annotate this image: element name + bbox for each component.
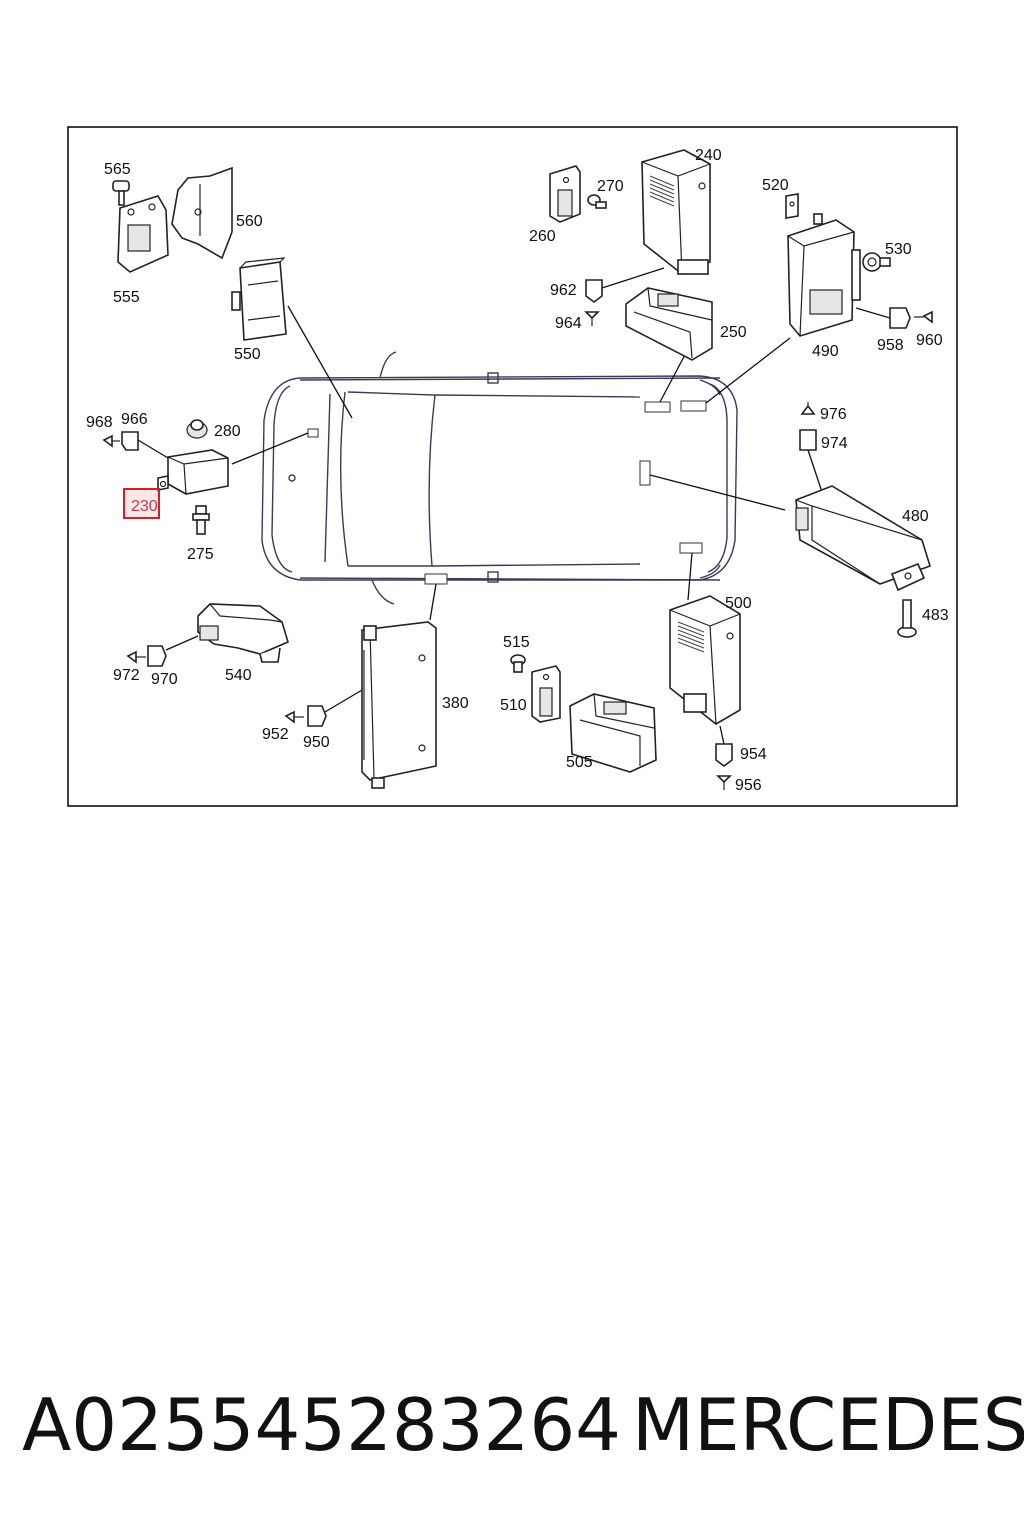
highlight-box-230 bbox=[123, 488, 160, 519]
label-380: 380 bbox=[442, 695, 469, 712]
part-964-terminal bbox=[584, 311, 600, 326]
leader-lines bbox=[137, 267, 891, 745]
part-972-terminal bbox=[126, 650, 146, 664]
part-510-relay bbox=[531, 665, 561, 723]
location-marker-250 bbox=[644, 401, 671, 413]
part-labels: 565 560 555 550 968 966 280 230 275 972 … bbox=[86, 147, 949, 794]
part-966-connector bbox=[121, 431, 139, 451]
part-550-module bbox=[231, 257, 287, 341]
label-964: 964 bbox=[555, 315, 582, 332]
part-974-connector bbox=[799, 429, 817, 451]
label-280: 280 bbox=[214, 423, 241, 440]
part-560-bracket bbox=[171, 166, 233, 260]
label-952: 952 bbox=[262, 726, 289, 743]
label-480: 480 bbox=[902, 508, 929, 525]
part-380-module bbox=[361, 621, 437, 789]
label-966: 966 bbox=[121, 411, 148, 428]
part-958-connector bbox=[889, 307, 911, 329]
location-marker-480 bbox=[639, 460, 651, 486]
part-956-terminal bbox=[716, 775, 732, 790]
part-500-module bbox=[669, 595, 741, 725]
part-962-connector bbox=[585, 279, 603, 303]
label-958: 958 bbox=[877, 337, 904, 354]
part-240-module bbox=[641, 149, 711, 275]
label-560: 560 bbox=[236, 213, 263, 230]
label-950: 950 bbox=[303, 734, 330, 751]
part-952-terminal bbox=[284, 710, 304, 724]
part-530-screw bbox=[862, 252, 891, 272]
part-490-module bbox=[787, 213, 861, 337]
location-marker-380 bbox=[424, 573, 448, 585]
label-954: 954 bbox=[740, 746, 767, 763]
part-230-module bbox=[157, 449, 229, 495]
part-960-terminal bbox=[914, 310, 933, 324]
label-962: 962 bbox=[550, 282, 577, 299]
footer-caption: A025545283264 MERCEDES bbox=[0, 1375, 1024, 1475]
label-565: 565 bbox=[104, 161, 131, 178]
label-240: 240 bbox=[695, 147, 722, 164]
label-275: 275 bbox=[187, 546, 214, 563]
label-974: 974 bbox=[821, 435, 848, 452]
part-555-bracket bbox=[117, 195, 169, 273]
label-970: 970 bbox=[151, 671, 178, 688]
label-500: 500 bbox=[725, 595, 752, 612]
part-520-clip bbox=[785, 193, 799, 219]
label-510: 510 bbox=[500, 697, 527, 714]
label-976: 976 bbox=[820, 406, 847, 423]
label-530: 530 bbox=[885, 241, 912, 258]
part-505-holder bbox=[569, 693, 657, 773]
part-number: A025545283264 bbox=[22, 1383, 621, 1467]
location-marker-230 bbox=[307, 428, 319, 438]
label-960: 960 bbox=[916, 332, 943, 349]
label-555: 555 bbox=[113, 289, 140, 306]
part-970-connector bbox=[147, 645, 167, 667]
part-240-grille bbox=[649, 175, 675, 207]
label-550: 550 bbox=[234, 346, 261, 363]
part-250-holder bbox=[625, 287, 713, 361]
brand-name: MERCEDES bbox=[632, 1383, 1024, 1467]
label-968: 968 bbox=[86, 414, 113, 431]
part-565-screw bbox=[112, 180, 130, 206]
part-275-bolt bbox=[192, 505, 210, 535]
label-260: 260 bbox=[529, 228, 556, 245]
label-972: 972 bbox=[113, 667, 140, 684]
label-250: 250 bbox=[720, 324, 747, 341]
label-956: 956 bbox=[735, 777, 762, 794]
part-950-connector bbox=[307, 705, 327, 727]
part-260-relay bbox=[549, 165, 581, 223]
label-483: 483 bbox=[922, 607, 949, 624]
part-976-terminal bbox=[800, 402, 816, 415]
label-490: 490 bbox=[812, 343, 839, 360]
part-480-module bbox=[795, 485, 931, 592]
label-520: 520 bbox=[762, 177, 789, 194]
part-483-screw bbox=[897, 599, 917, 638]
label-505: 505 bbox=[566, 754, 593, 771]
label-270: 270 bbox=[597, 178, 624, 195]
label-540: 540 bbox=[225, 667, 252, 684]
location-marker-490 bbox=[680, 400, 707, 412]
location-marker-500 bbox=[679, 542, 703, 554]
part-954-connector bbox=[715, 743, 733, 767]
part-540-module bbox=[197, 603, 289, 663]
part-280-nut bbox=[186, 419, 208, 439]
part-500-grille bbox=[677, 621, 705, 653]
part-968-terminal bbox=[102, 434, 120, 448]
label-515: 515 bbox=[503, 634, 530, 651]
label-230: 230 bbox=[131, 498, 158, 515]
part-515-pin bbox=[510, 654, 526, 673]
part-270-pin bbox=[587, 194, 607, 209]
